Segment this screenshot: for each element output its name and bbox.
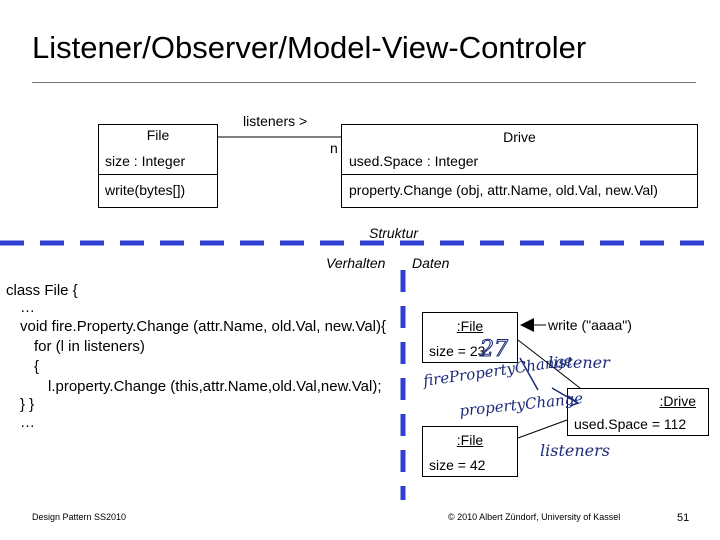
handwritten-arrow-2-head [567,395,580,407]
code-line-4: for (l in listeners) [34,338,145,355]
file-object-2-name: :File [456,432,484,448]
drive-class-name: Drive [503,129,536,145]
file-object-2: :File size = 42 [422,426,518,477]
file-class-method: write(bytes[]) [105,182,186,198]
file-object-1-name: :File [456,318,484,334]
data-label: Daten [412,255,450,271]
code-line-6: l.property.Change (this,attr.Name,old.Va… [48,378,382,395]
file-object-1: :File size = 23 [422,312,518,363]
file-class-name: File [146,127,170,143]
file-class-separator [99,174,217,175]
code-line-7: } } [20,396,35,413]
code-line-1: class File { [6,282,78,299]
drive-object-value: used.Space = 112 [574,416,687,432]
footer-copyright: © 2010 Albert Zündorf, University of Kas… [448,512,621,522]
drive-class-separator [342,174,697,175]
file-object-1-value: size = 23 [429,343,486,359]
file-class-box: File size : Integer write(bytes[]) [98,124,218,208]
code-line-5: { [34,358,40,375]
handwritten-note-3: propertyChange [459,389,584,420]
drive-class-method: property.Change (obj, attr.Name, old.Val… [349,182,658,198]
drive-object-name: :Drive [659,393,696,409]
file-object-2-value: size = 42 [429,457,486,473]
title-divider [32,82,696,83]
behavior-label: Verhalten [326,255,386,271]
drive-object: :Drive used.Space = 112 [567,388,709,436]
drive-class-box: Drive used.Space : Integer property.Chan… [341,124,698,208]
write-call-arrowhead [520,318,534,332]
footer-page-number: 51 [677,512,690,524]
handwritten-note-4: listeners [540,441,610,460]
drive-class-attribute: used.Space : Integer [349,153,479,169]
footer-course: Design Pattern SS2010 [32,512,127,522]
structure-label: Struktur [369,225,419,241]
handwritten-note-2: listener [548,353,611,372]
code-line-2: … [20,299,35,316]
code-line-3: void fire.Property.Change (attr.Name, ol… [20,318,387,335]
write-call-label: write ("aaaa") [548,317,632,333]
association-multiplicity: n [330,140,338,156]
handwritten-arrow-1 [519,357,539,391]
file-class-attribute: size : Integer [105,153,186,169]
association-role-label: listeners > [243,113,308,129]
link-file2-drive [517,419,568,439]
page-title: Listener/Observer/Model-View-Controler [32,30,587,65]
handwritten-overwrite: 27 [479,337,508,362]
code-line-8: … [20,414,35,431]
link-file1-drive [517,339,581,389]
